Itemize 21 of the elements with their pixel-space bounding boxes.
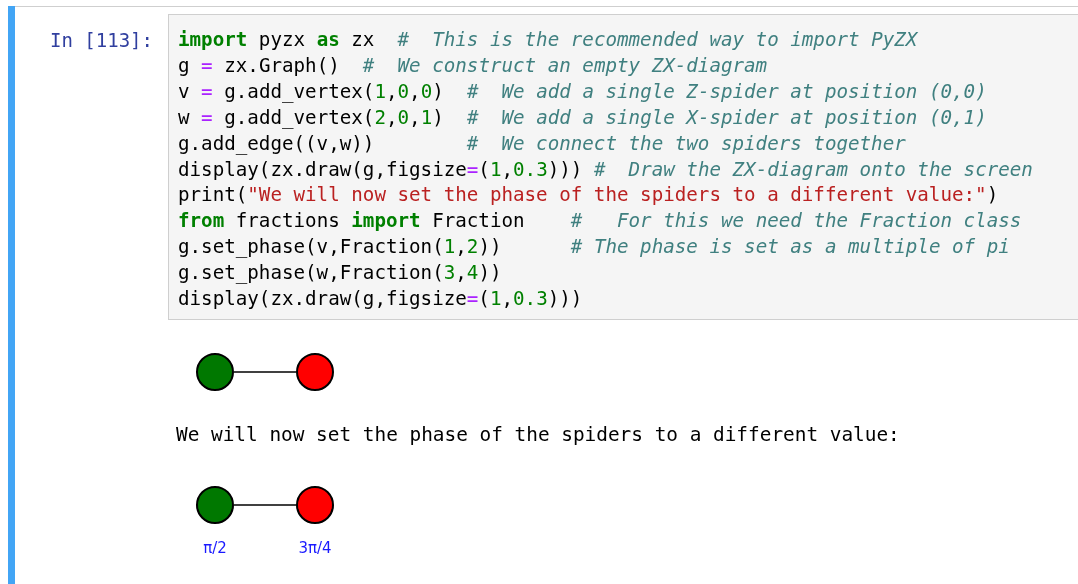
code-line: g.add_edge((v,w)) # We connect the two spiders together bbox=[178, 131, 906, 156]
code-line: from fractions import Fraction # For this we need the Fraction class bbox=[178, 209, 1022, 234]
spider-circle bbox=[296, 353, 334, 391]
edge-line bbox=[233, 371, 297, 373]
code-line: display(zx.draw(g,figsize=(1,0.3))) bbox=[178, 287, 583, 311]
output-text: We will now set the phase of the spiders to a different value: bbox=[176, 423, 900, 447]
code-line: display(zx.draw(g,figsize=(1,0.3))) # Draw the ZX-diagram onto the screen bbox=[178, 157, 1033, 182]
code-line: print("We will now set the phase of the spiders to a different value:") bbox=[178, 183, 999, 208]
phase-label: 3π/4 bbox=[298, 539, 332, 557]
spider-circle bbox=[196, 353, 234, 391]
phase-label: π/2 bbox=[203, 539, 227, 557]
cell-prompt: In [113]: bbox=[50, 28, 153, 52]
code-line: import pyzx as zx # This is the recommended way to import PyZX bbox=[178, 28, 918, 52]
edge-line bbox=[233, 504, 297, 506]
spider-circle bbox=[296, 486, 334, 524]
code-line: g.set_phase(w,Fraction(3,4)) bbox=[178, 261, 502, 286]
code-line: v = g.add_vertex(1,0,0) # We add a single Z-spider at position (0,0) bbox=[178, 79, 987, 104]
code-line: g.set_phase(v,Fraction(1,2)) # The phase is set as a multiple of pi bbox=[178, 235, 1010, 260]
code-line: w = g.add_vertex(2,0,1) # We add a single X-spider at position (0,1) bbox=[178, 105, 987, 130]
spider-circle bbox=[196, 486, 234, 524]
code-line: g = zx.Graph() # We construct an empty ZX-diagram bbox=[178, 53, 768, 78]
